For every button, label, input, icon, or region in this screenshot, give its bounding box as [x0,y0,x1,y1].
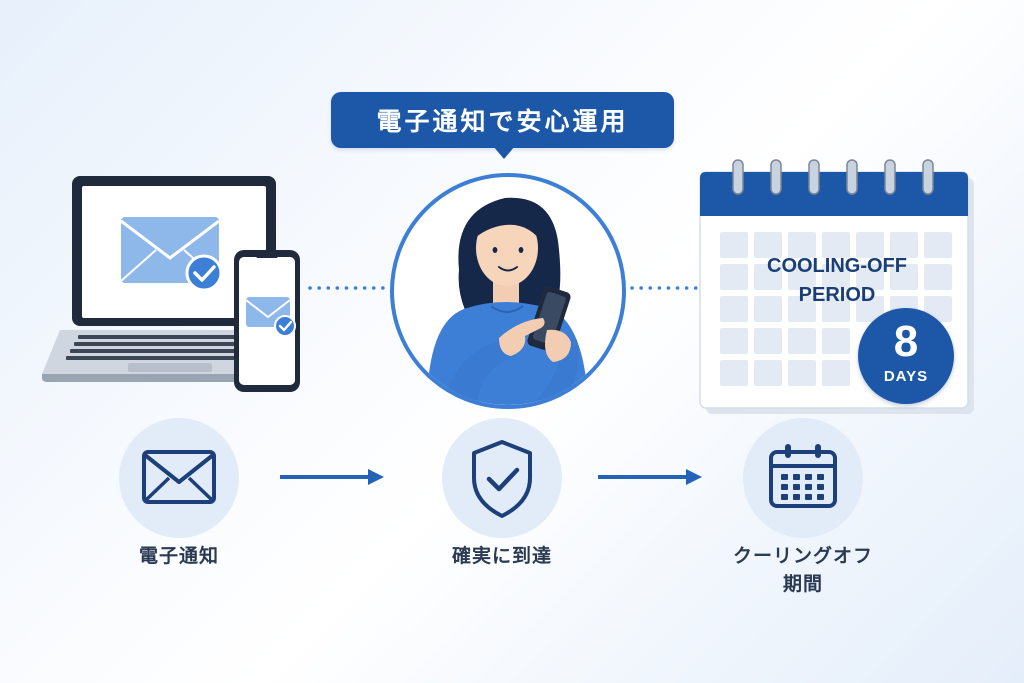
cooling-off-title-line1: COOLING-OFF [767,255,907,277]
step-shield-circle [442,418,562,538]
dotted-connector-left [308,286,388,290]
step-label-electronic-notice: 電子通知 [138,545,219,567]
laptop-trackpad [128,363,212,372]
step-label-cooling-off-line2: 期間 [782,573,823,595]
calendar-icon [769,444,837,508]
dotted-connector-right [630,286,700,290]
envelope-icon [142,450,216,504]
laptop-keyboard [66,335,276,360]
days-number: 8 [893,317,919,366]
arrow-right-icon [280,469,384,485]
calendar-header [700,172,968,216]
cooling-off-title-line2: PERIOD [798,284,876,306]
headline-text: 電子通知で安心運用 [376,107,629,136]
shield-check-icon [472,440,532,518]
days-unit: DAYS [883,368,929,385]
bubble-tail [493,146,515,159]
headline-bubble: 電子通知で安心運用 [331,92,674,148]
step-label-cooling-off-line1: クーリングオフ [732,545,873,567]
step-label-cooling-off-period: クーリングオフ 期間 [713,542,893,598]
laptop-check-badge-icon [185,254,223,292]
step-envelope-circle [119,418,239,538]
phone-check-badge-icon [274,315,296,337]
days-badge: 8 DAYS [858,308,954,404]
woman-with-phone-illustration [390,173,626,409]
calendar-grid [720,232,952,386]
step-label-reliable-delivery: 確実に到達 [451,545,552,567]
step-calendar-circle [743,418,863,538]
calendar-rings [732,159,934,195]
cooling-off-title: COOLING-OFF PERIOD [736,252,938,310]
laptop-phone-illustration [42,176,300,392]
arrow-right-icon-2 [598,469,702,485]
